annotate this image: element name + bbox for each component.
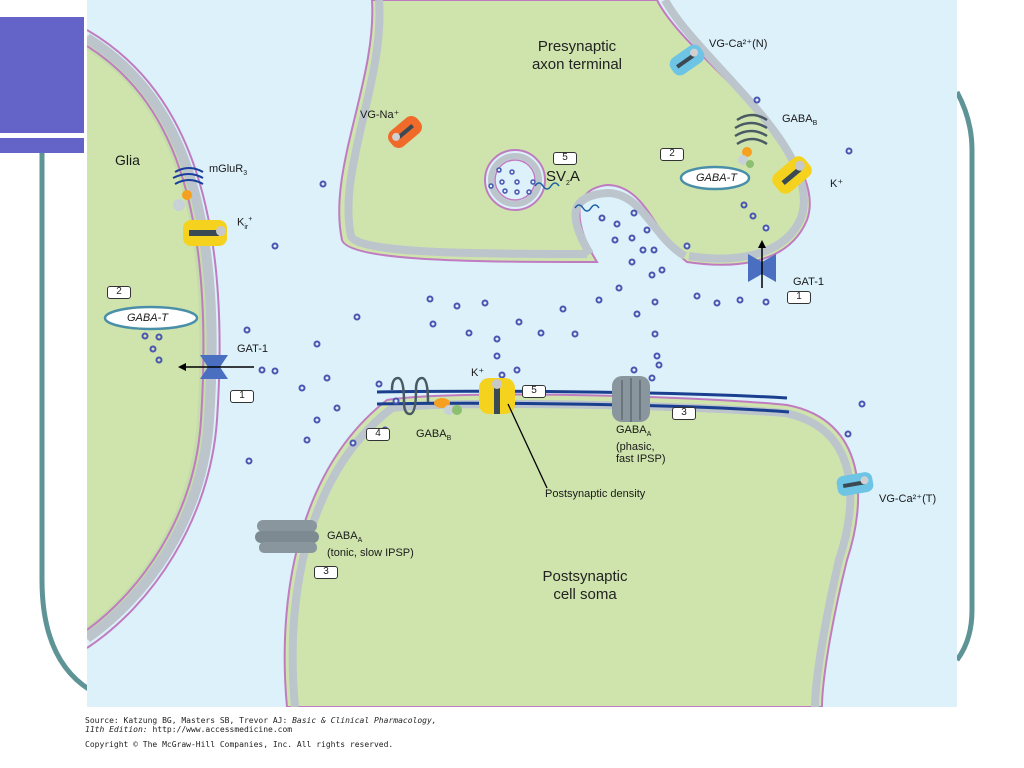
vg-na-label: VG-Na⁺ [360, 109, 400, 121]
sv2a-protein [534, 182, 560, 190]
gaba-b-postsynaptic-text: GABA [416, 428, 447, 440]
gaba-t-glia [103, 305, 199, 331]
kir-channel [183, 220, 227, 246]
gaba-a-phasic-text: GABA [616, 424, 647, 436]
sv2a-text: SV [546, 168, 567, 185]
gaba-a-phasic-line3: fast IPSP) [616, 453, 666, 466]
kir-label: Kir+ [237, 214, 252, 234]
gaba-t-presynaptic-label: GABA-T [696, 172, 737, 184]
mglur3-receptor [172, 167, 204, 185]
k-presynaptic-label: K⁺ [830, 178, 844, 190]
gaba-t-presynaptic [679, 165, 751, 191]
postsynaptic-label-line1: Postsynaptic [542, 568, 628, 585]
gaba-b-presynaptic-sub: B [812, 120, 818, 128]
step-badge-gaba-t-presynaptic: 2 [660, 148, 684, 161]
source-edition: 11th Edition: http://www.accessmedicine.… [85, 725, 292, 734]
vg-ca-n-channel [669, 44, 705, 76]
postsynaptic-density-label: Postsynaptic density [545, 488, 646, 500]
gaba-a-tonic-label: GABAA (tonic, slow IPSP) [327, 530, 414, 559]
gaba-a-tonic-text: GABA [327, 530, 358, 542]
step-badge-gat1-presynaptic: 1 [787, 291, 811, 304]
kir-sup: + [248, 216, 253, 223]
gat1-presynaptic-label: GAT-1 [793, 276, 824, 288]
presynaptic-label-line1: Presynaptic [537, 38, 617, 55]
glia-label: Glia [115, 152, 140, 168]
frame-right-border [954, 90, 975, 662]
step-badge-gat1-glia: 1 [230, 390, 254, 403]
gaba-a-tonic-receptor [255, 520, 319, 553]
gaba-a-phasic-receptor [612, 376, 650, 422]
citation-url[interactable]: http://www.accessmedicine.com [147, 725, 293, 734]
mglur3-text: mGluR [209, 163, 244, 175]
presynaptic-label-line2: axon terminal [531, 56, 623, 73]
gat1-glia-label: GAT-1 [237, 343, 268, 355]
sv2a-label: SV2A [546, 168, 580, 193]
sv2a-text-end: A [569, 168, 580, 185]
synapse-diagram [84, 0, 957, 708]
step-badge-gaba-a-tonic: 3 [314, 566, 338, 579]
postsynaptic-label-line2: cell soma [553, 586, 617, 603]
step-badge-gaba-b-postsynaptic: 4 [366, 428, 390, 441]
postsynaptic-soma [283, 393, 860, 708]
synapse-figure: Presynaptic axon terminal Glia Postsynap… [84, 0, 957, 708]
k-channel-postsynaptic [479, 378, 515, 414]
kir-sub: ir [244, 223, 249, 231]
sv2a-sub: 2 [566, 180, 570, 187]
postsynaptic-density [376, 389, 788, 400]
k-channel-presynaptic [772, 156, 812, 194]
gaba-a-phasic-line1: GABAA [616, 424, 666, 441]
gaba-t-glia-label: GABA-T [127, 312, 168, 324]
copyright-notice: Copyright © The McGraw-Hill Companies, I… [85, 740, 394, 749]
gaba-b-presynaptic-receptor [734, 113, 768, 146]
gaba-molecules [243, 96, 866, 465]
gaba-a-tonic-line1: GABAA [327, 530, 414, 547]
mglur3-sub: 3 [243, 170, 248, 178]
gat1-glia [178, 355, 254, 379]
step-badge-k-postsynaptic: 5 [522, 385, 546, 398]
gaba-a-phasic-line2: (phasic, [616, 441, 655, 454]
vg-ca-t-label: VG-Ca²⁺(T) [879, 493, 937, 505]
gaba-b-postsynaptic-label: GABAB [416, 428, 451, 445]
kir-text: K [237, 216, 245, 229]
citation-edition: 11th Edition: [85, 725, 148, 734]
gaba-a-tonic-line2: (tonic, slow IPSP) [327, 547, 414, 560]
gaba-b-postsynaptic-sub: B [446, 435, 452, 443]
vg-na-channel [388, 116, 422, 148]
citation-authors: Source: Katzung BG, Masters SB, Trevor A… [85, 716, 293, 725]
gaba-a-phasic-sub: A [646, 431, 652, 439]
gaba-b-presynaptic-text: GABA [782, 113, 813, 125]
source-citation: Source: Katzung BG, Masters SB, Trevor A… [85, 716, 437, 725]
k-postsynaptic-label: K⁺ [471, 367, 485, 379]
vg-ca-n-label: VG-Ca²⁺(N) [709, 38, 768, 50]
vg-ca-t-channel [836, 472, 874, 496]
postsynaptic-label: Postsynaptic cell soma [520, 568, 650, 604]
title-accent-block [0, 17, 84, 133]
gaba-a-phasic-label: GABAA (phasic, fast IPSP) [616, 424, 666, 465]
gaba-a-tonic-sub: A [357, 537, 363, 545]
citation-book-title: Basic & Clinical Pharmacology, [292, 716, 437, 725]
gat1-presynaptic [748, 240, 776, 288]
title-accent-bar [0, 138, 84, 153]
step-badge-gaba-a-phasic: 3 [672, 407, 696, 420]
step-badge-gaba-t-glia: 2 [107, 286, 131, 299]
gaba-b-postsynaptic-receptor [390, 376, 430, 416]
gaba-b-presynaptic-label: GABAB [782, 113, 817, 130]
step-badge-sv2a: 5 [553, 152, 577, 165]
frame-left-border [39, 153, 92, 693]
presynaptic-label: Presynaptic axon terminal [517, 38, 637, 74]
mglur3-label: mGluR3 [209, 163, 247, 180]
postsynaptic-density-leader [507, 403, 548, 489]
